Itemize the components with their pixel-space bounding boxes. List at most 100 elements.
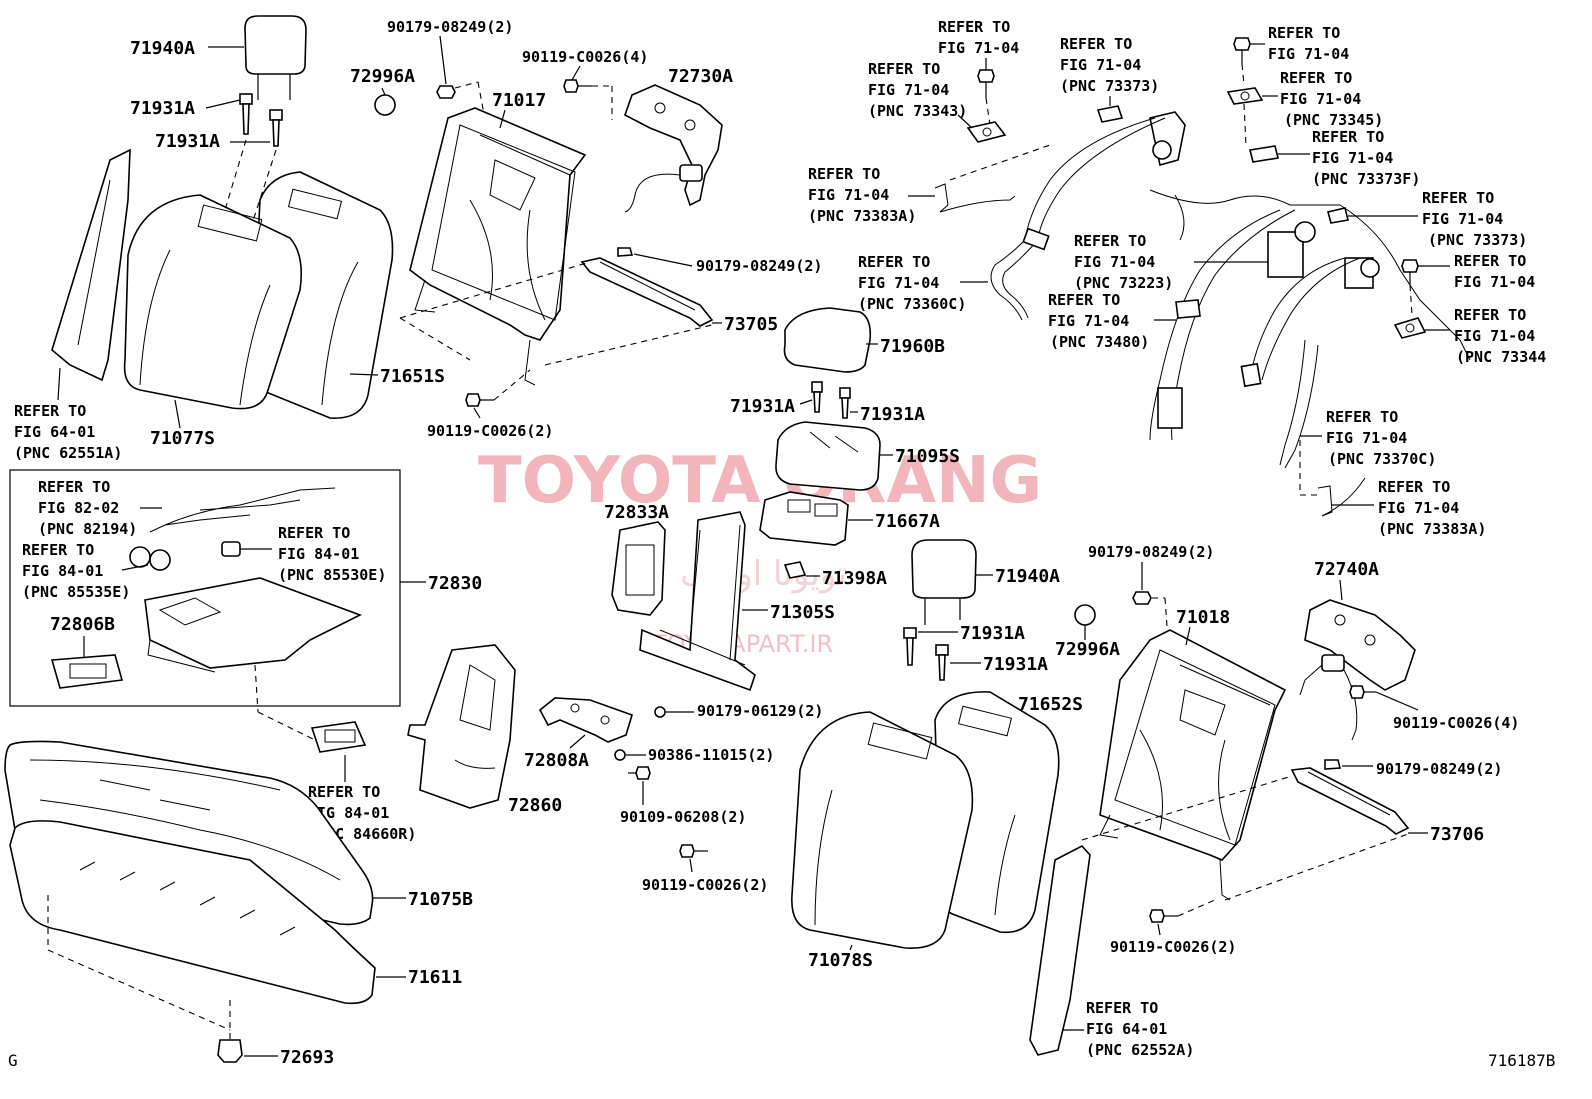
ref-r11-line1: REFER TO	[1268, 24, 1340, 42]
headrest-guide-pair-mid	[903, 627, 949, 681]
bolt-90109-06208	[628, 766, 651, 780]
label-71931A-e: 71931A	[960, 623, 1025, 644]
ref-r2-line1: REFER TO	[38, 478, 110, 496]
ref-r4-line1: REFER TO	[278, 524, 350, 542]
anchor-73344	[1393, 317, 1427, 339]
nut-90179-right	[1132, 591, 1152, 605]
cover-73373-left	[1096, 105, 1124, 123]
label-72996A-mid: 72996A	[1055, 639, 1120, 660]
ref-r19-line3: (PNC 73370C)	[1328, 450, 1436, 468]
ref-r1-line3: (PNC 62551A)	[14, 444, 122, 462]
ref-r17-line2: FIG 71-04	[1048, 312, 1129, 330]
clip-72693	[217, 1039, 243, 1063]
ref-r10-line1: REFER TO	[858, 253, 930, 271]
label-71075B: 71075B	[408, 889, 473, 910]
label-71931A-f: 71931A	[983, 654, 1048, 675]
ref-r15-line2: FIG 71-04	[1074, 253, 1155, 271]
ref-r8-line2: FIG 71-04	[1060, 56, 1141, 74]
seatbelt-left	[990, 111, 1186, 321]
label-71018: 71018	[1176, 607, 1230, 628]
nut-90179-top	[436, 85, 456, 99]
ref-r6-line2: FIG 71-04	[938, 39, 1019, 57]
label-71940A-mid: 71940A	[995, 566, 1060, 587]
armrest-box-72830	[144, 577, 363, 673]
recliner-hinge-72740A	[1299, 599, 1416, 741]
label-71931A-a: 71931A	[130, 98, 195, 119]
seat-cushion-pad-71611	[9, 820, 376, 1005]
ref-r18-line1: REFER TO	[1454, 306, 1526, 324]
ref-r6-line1: REFER TO	[938, 18, 1010, 36]
seatback-frame-71017	[409, 107, 587, 386]
ref-r10-line3: (PNC 73360C)	[858, 295, 966, 313]
armrest-pad-71667A	[759, 491, 849, 546]
ref-r8-line1: REFER TO	[1060, 35, 1132, 53]
rail-73706	[1290, 759, 1410, 835]
label-72996A-top: 72996A	[350, 66, 415, 87]
ref-r8-line3: (PNC 73373)	[1060, 77, 1159, 95]
label-71078S: 71078S	[808, 950, 873, 971]
armrest-housing-72860	[407, 644, 516, 809]
headrest-71940A-mid	[911, 539, 977, 625]
ref-r7-line1: REFER TO	[868, 60, 940, 78]
socket-85535E	[129, 546, 171, 571]
ref-r9-line3: (PNC 73383A)	[808, 207, 916, 225]
knob-72996A-mid	[1074, 604, 1096, 626]
label-90109-06208: 90109-06208(2)	[620, 808, 746, 826]
wire-harness-82194	[149, 487, 336, 533]
bolt-belt-anchor-2	[1233, 37, 1251, 64]
ref-r15-line3: (PNC 73223)	[1074, 274, 1173, 292]
rail-73705	[580, 247, 714, 327]
headrest-guide-pair-top	[239, 93, 283, 147]
label-71611: 71611	[408, 967, 462, 988]
label-71931A-c: 71931A	[730, 396, 795, 417]
ref-r19-line2: FIG 71-04	[1326, 429, 1407, 447]
label-71305S: 71305S	[770, 602, 835, 623]
label-73705: 73705	[724, 314, 778, 335]
ref-r16-line1: REFER TO	[1454, 252, 1526, 270]
hinge-72808A	[538, 697, 633, 743]
bolt-90119-right	[1349, 685, 1376, 699]
cover-73373F	[1249, 145, 1279, 163]
label-71931A-d: 71931A	[860, 404, 925, 425]
label-71398A: 71398A	[822, 568, 887, 589]
label-72830: 72830	[428, 573, 482, 594]
watermark-brand: TOYOTA ORANG	[478, 444, 1042, 518]
ref-r7-line3: (PNC 73343)	[868, 102, 967, 120]
label-90179-08249-r2: 90179-08249(2)	[1376, 760, 1502, 778]
ref-r12-line1: REFER TO	[1280, 69, 1352, 87]
side-trim-right	[1029, 845, 1091, 1056]
bolt-belt-anchor-3	[1401, 259, 1419, 285]
armrest-frame-71305S	[639, 511, 756, 692]
armrest-guide-pair	[811, 381, 851, 419]
bolt-90119-c0026-b	[679, 844, 708, 858]
label-90119-C0026-2-b: 90119-C0026(2)	[642, 876, 768, 894]
label-90119-C0026-4-top: 90119-C0026(4)	[522, 48, 648, 66]
ref-r13-line3: (PNC 73373F)	[1312, 170, 1420, 188]
ref-r12-line2: FIG 71-04	[1280, 90, 1361, 108]
ref-r17-line1: REFER TO	[1048, 291, 1120, 309]
seatback-pad-71078S	[791, 711, 974, 949]
cover-73373-right	[1327, 207, 1349, 224]
seat-cushion-cover-71075B	[4, 740, 374, 926]
label-72833A: 72833A	[604, 502, 669, 523]
label-90179-06129: 90179-06129(2)	[697, 702, 823, 720]
ref-r7-line2: FIG 71-04	[868, 81, 949, 99]
label-71940A-top: 71940A	[130, 38, 195, 59]
ref-r1-line1: REFER TO	[14, 402, 86, 420]
label-71651S: 71651S	[380, 366, 445, 387]
clip-71398A	[783, 561, 807, 579]
ref-r1-line2: FIG 64-01	[14, 423, 95, 441]
bolt-90386-11015	[614, 749, 626, 761]
recliner-hinge-72730A	[624, 84, 723, 213]
ref-r14-line3: (PNC 73373)	[1428, 231, 1527, 249]
label-71931A-b: 71931A	[155, 131, 220, 152]
ref-r20-line3: (PNC 73383A)	[1378, 520, 1486, 538]
label-90179-08249-r: 90179-08249(2)	[1088, 543, 1214, 561]
ref-r17-line3: (PNC 73480)	[1050, 333, 1149, 351]
ref-r13-line2: FIG 71-04	[1312, 149, 1393, 167]
ref-r19-line1: REFER TO	[1326, 408, 1398, 426]
ref-r14-line2: FIG 71-04	[1422, 210, 1503, 228]
ref-r9-line2: FIG 71-04	[808, 186, 889, 204]
label-90119-C0026-2-a: 90119-C0026(2)	[427, 422, 553, 440]
